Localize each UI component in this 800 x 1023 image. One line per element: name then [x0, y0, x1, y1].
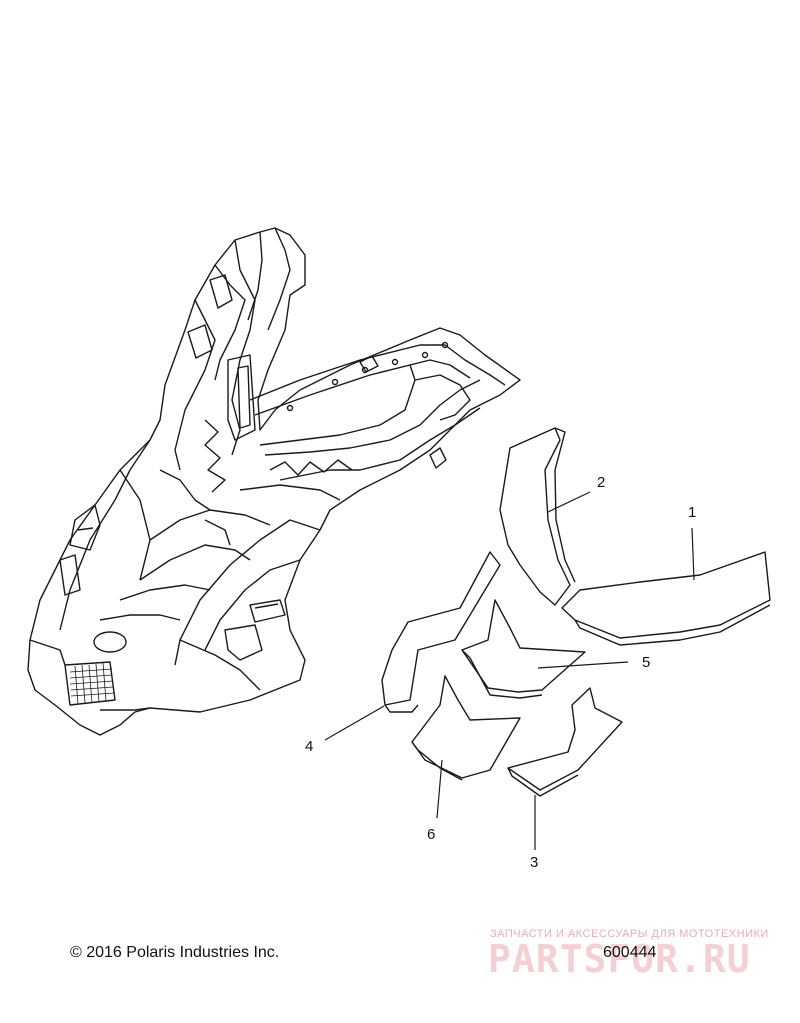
part-1-panel	[561, 551, 771, 646]
leader-6	[436, 759, 443, 819]
part-4-panel	[381, 551, 501, 713]
callout-2: 2	[597, 474, 606, 491]
leader-5	[537, 661, 629, 669]
callout-1: 1	[688, 504, 697, 521]
drawing-number: 600444	[603, 944, 657, 961]
callout-4: 4	[305, 738, 314, 755]
leader-4	[324, 705, 385, 741]
callout-6: 6	[427, 826, 436, 843]
leader-1	[691, 527, 695, 581]
part-2-panel	[499, 427, 576, 606]
leader-lines	[324, 491, 695, 850]
watermark-tagline: ЗАПЧАСТИ И АКСЕССУАРЫ ДЛЯ МОТОТЕХНИКИ	[490, 928, 769, 940]
copyright-text: © 2016 Polaris Industries Inc.	[70, 944, 280, 961]
callout-3: 3	[530, 854, 539, 871]
watermark-brand: PARTSFOR.RU	[488, 937, 751, 981]
part-6-panel	[411, 675, 521, 781]
part-5-panel	[461, 599, 586, 699]
callout-5: 5	[642, 654, 651, 671]
body-assembly	[27, 227, 521, 736]
part-3-panel	[507, 687, 623, 797]
leader-2	[547, 491, 591, 513]
